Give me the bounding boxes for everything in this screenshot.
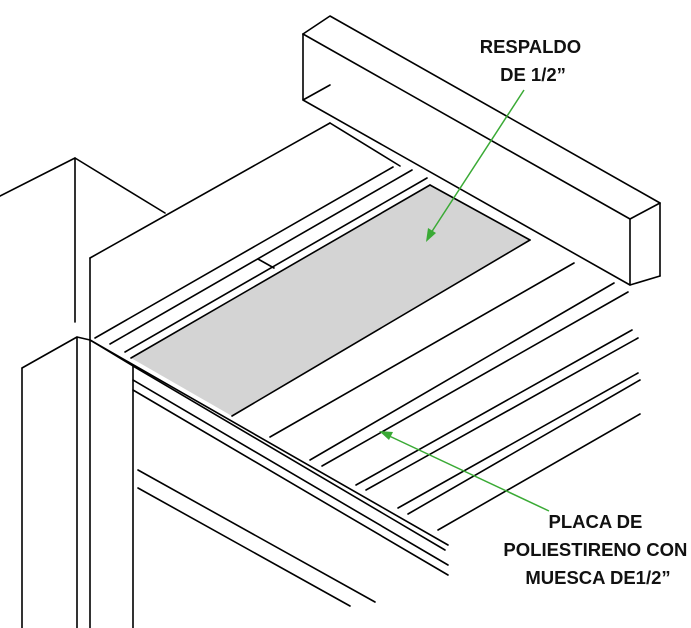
left-wall bbox=[0, 157, 166, 323]
board-label-line-2: POLIESTIRENO CON bbox=[503, 539, 687, 560]
backing-label: RESPALDO DE 1/2” bbox=[480, 36, 587, 85]
front-sill bbox=[89, 339, 449, 607]
back-rail bbox=[89, 122, 331, 341]
board-label-line-1: PLACA DE bbox=[548, 511, 642, 532]
backing-arrow bbox=[426, 89, 525, 242]
board-label-line-3: MUESCA DE1/2” bbox=[525, 567, 670, 588]
backing-label-line-2: DE 1/2” bbox=[500, 64, 566, 85]
backing-label-line-1: RESPALDO bbox=[480, 36, 581, 57]
board-label: PLACA DE POLIESTIRENO CON MUESCA DE1/2” bbox=[503, 511, 691, 588]
corner-post bbox=[21, 336, 134, 628]
backing-panel bbox=[131, 185, 530, 416]
board-strips bbox=[94, 166, 641, 531]
board-arrow bbox=[379, 431, 550, 512]
top-beam bbox=[302, 15, 661, 286]
